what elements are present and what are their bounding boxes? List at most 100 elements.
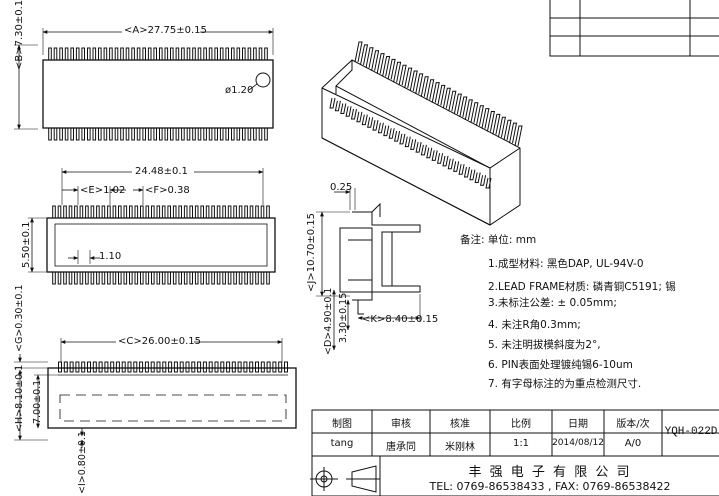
pin xyxy=(376,53,385,74)
mid-view-upper-pins xyxy=(52,205,270,219)
pin xyxy=(114,47,119,61)
pin xyxy=(399,133,406,145)
pin xyxy=(382,56,391,77)
pin xyxy=(96,205,100,219)
pin xyxy=(48,127,52,141)
pin xyxy=(227,271,232,285)
pin xyxy=(70,47,75,61)
tb-header-version: 版本/次 xyxy=(616,419,650,430)
tb-header-checker: 审核 xyxy=(391,419,411,430)
pin xyxy=(247,47,252,61)
pin xyxy=(249,271,254,285)
pin xyxy=(121,361,126,373)
pin xyxy=(131,47,135,61)
pin xyxy=(98,127,102,141)
pin xyxy=(284,361,288,373)
pin xyxy=(410,139,417,150)
pin xyxy=(266,205,270,219)
pin xyxy=(79,205,84,219)
pin xyxy=(260,205,265,219)
pin xyxy=(354,41,363,63)
pin xyxy=(129,271,133,285)
pin xyxy=(469,169,476,181)
pin xyxy=(486,111,496,132)
pin xyxy=(415,142,422,153)
pin xyxy=(81,127,86,141)
pin xyxy=(85,271,89,285)
pin xyxy=(104,361,109,373)
pin xyxy=(442,155,449,167)
pin xyxy=(178,271,182,285)
pin xyxy=(442,87,451,109)
pin xyxy=(161,205,166,219)
pin xyxy=(139,361,144,373)
pin xyxy=(156,271,161,285)
top-view: ø1.20 <A>27.75±0.15 <B>7.30±0.15 xyxy=(14,0,274,141)
pin xyxy=(388,128,395,139)
pin xyxy=(361,114,368,126)
pin xyxy=(470,102,479,123)
pin xyxy=(226,361,231,373)
pin xyxy=(156,205,161,219)
pin xyxy=(272,361,277,373)
pin xyxy=(75,361,80,373)
mounting-hole-circle xyxy=(255,72,271,88)
pin xyxy=(75,47,80,61)
pin xyxy=(170,127,174,141)
pin xyxy=(242,47,246,61)
pin xyxy=(453,93,462,115)
pin xyxy=(186,47,191,61)
pin xyxy=(360,44,369,65)
dim-h-label: <H>8.10±0.1 xyxy=(14,365,25,432)
pin xyxy=(426,147,433,159)
pin xyxy=(159,47,163,61)
pin xyxy=(87,47,91,61)
pin xyxy=(372,120,379,131)
pin xyxy=(101,271,106,285)
pin xyxy=(92,127,97,141)
pin xyxy=(156,361,161,373)
pin xyxy=(345,106,352,117)
pin xyxy=(167,271,171,285)
note-item: 2.LEAD FRAME材质: 磷青铜C5191; 锡 xyxy=(488,281,676,293)
pin xyxy=(459,96,468,118)
pin xyxy=(175,47,180,61)
pin xyxy=(237,361,242,373)
pin xyxy=(70,127,75,141)
pin xyxy=(151,205,155,219)
pin xyxy=(249,361,254,373)
dim-i-label: <I>0.80±0.1 xyxy=(77,431,88,494)
pin xyxy=(509,122,518,144)
pin xyxy=(53,47,58,61)
pin xyxy=(145,205,150,219)
pin xyxy=(52,205,56,219)
pin xyxy=(231,127,235,141)
section-thickness-label: 0.25 xyxy=(330,182,352,193)
pin xyxy=(479,175,487,186)
pin xyxy=(236,127,241,141)
pin xyxy=(123,205,128,219)
pin xyxy=(189,205,193,219)
pin xyxy=(183,205,188,219)
pin xyxy=(420,76,429,97)
pin xyxy=(131,127,135,141)
pin xyxy=(142,47,146,61)
pin xyxy=(120,47,124,61)
mid-view-body xyxy=(46,217,276,273)
pin xyxy=(110,361,115,373)
pin xyxy=(255,205,259,219)
pin xyxy=(147,47,152,61)
pin xyxy=(203,127,207,141)
pin xyxy=(183,271,188,285)
pin xyxy=(334,100,341,112)
pin xyxy=(448,90,457,112)
pin xyxy=(253,47,257,61)
tb-header-date: 日期 xyxy=(568,419,588,430)
pin xyxy=(236,47,241,61)
drawing-number: YQH-022D xyxy=(664,426,718,438)
pin xyxy=(216,205,221,219)
note-item: 1.成型材料: 黑色DAP, UL-94V-0 xyxy=(488,258,644,270)
pin xyxy=(431,82,440,103)
pin xyxy=(140,205,144,219)
tb-value-approver: 米刚林 xyxy=(445,442,475,453)
